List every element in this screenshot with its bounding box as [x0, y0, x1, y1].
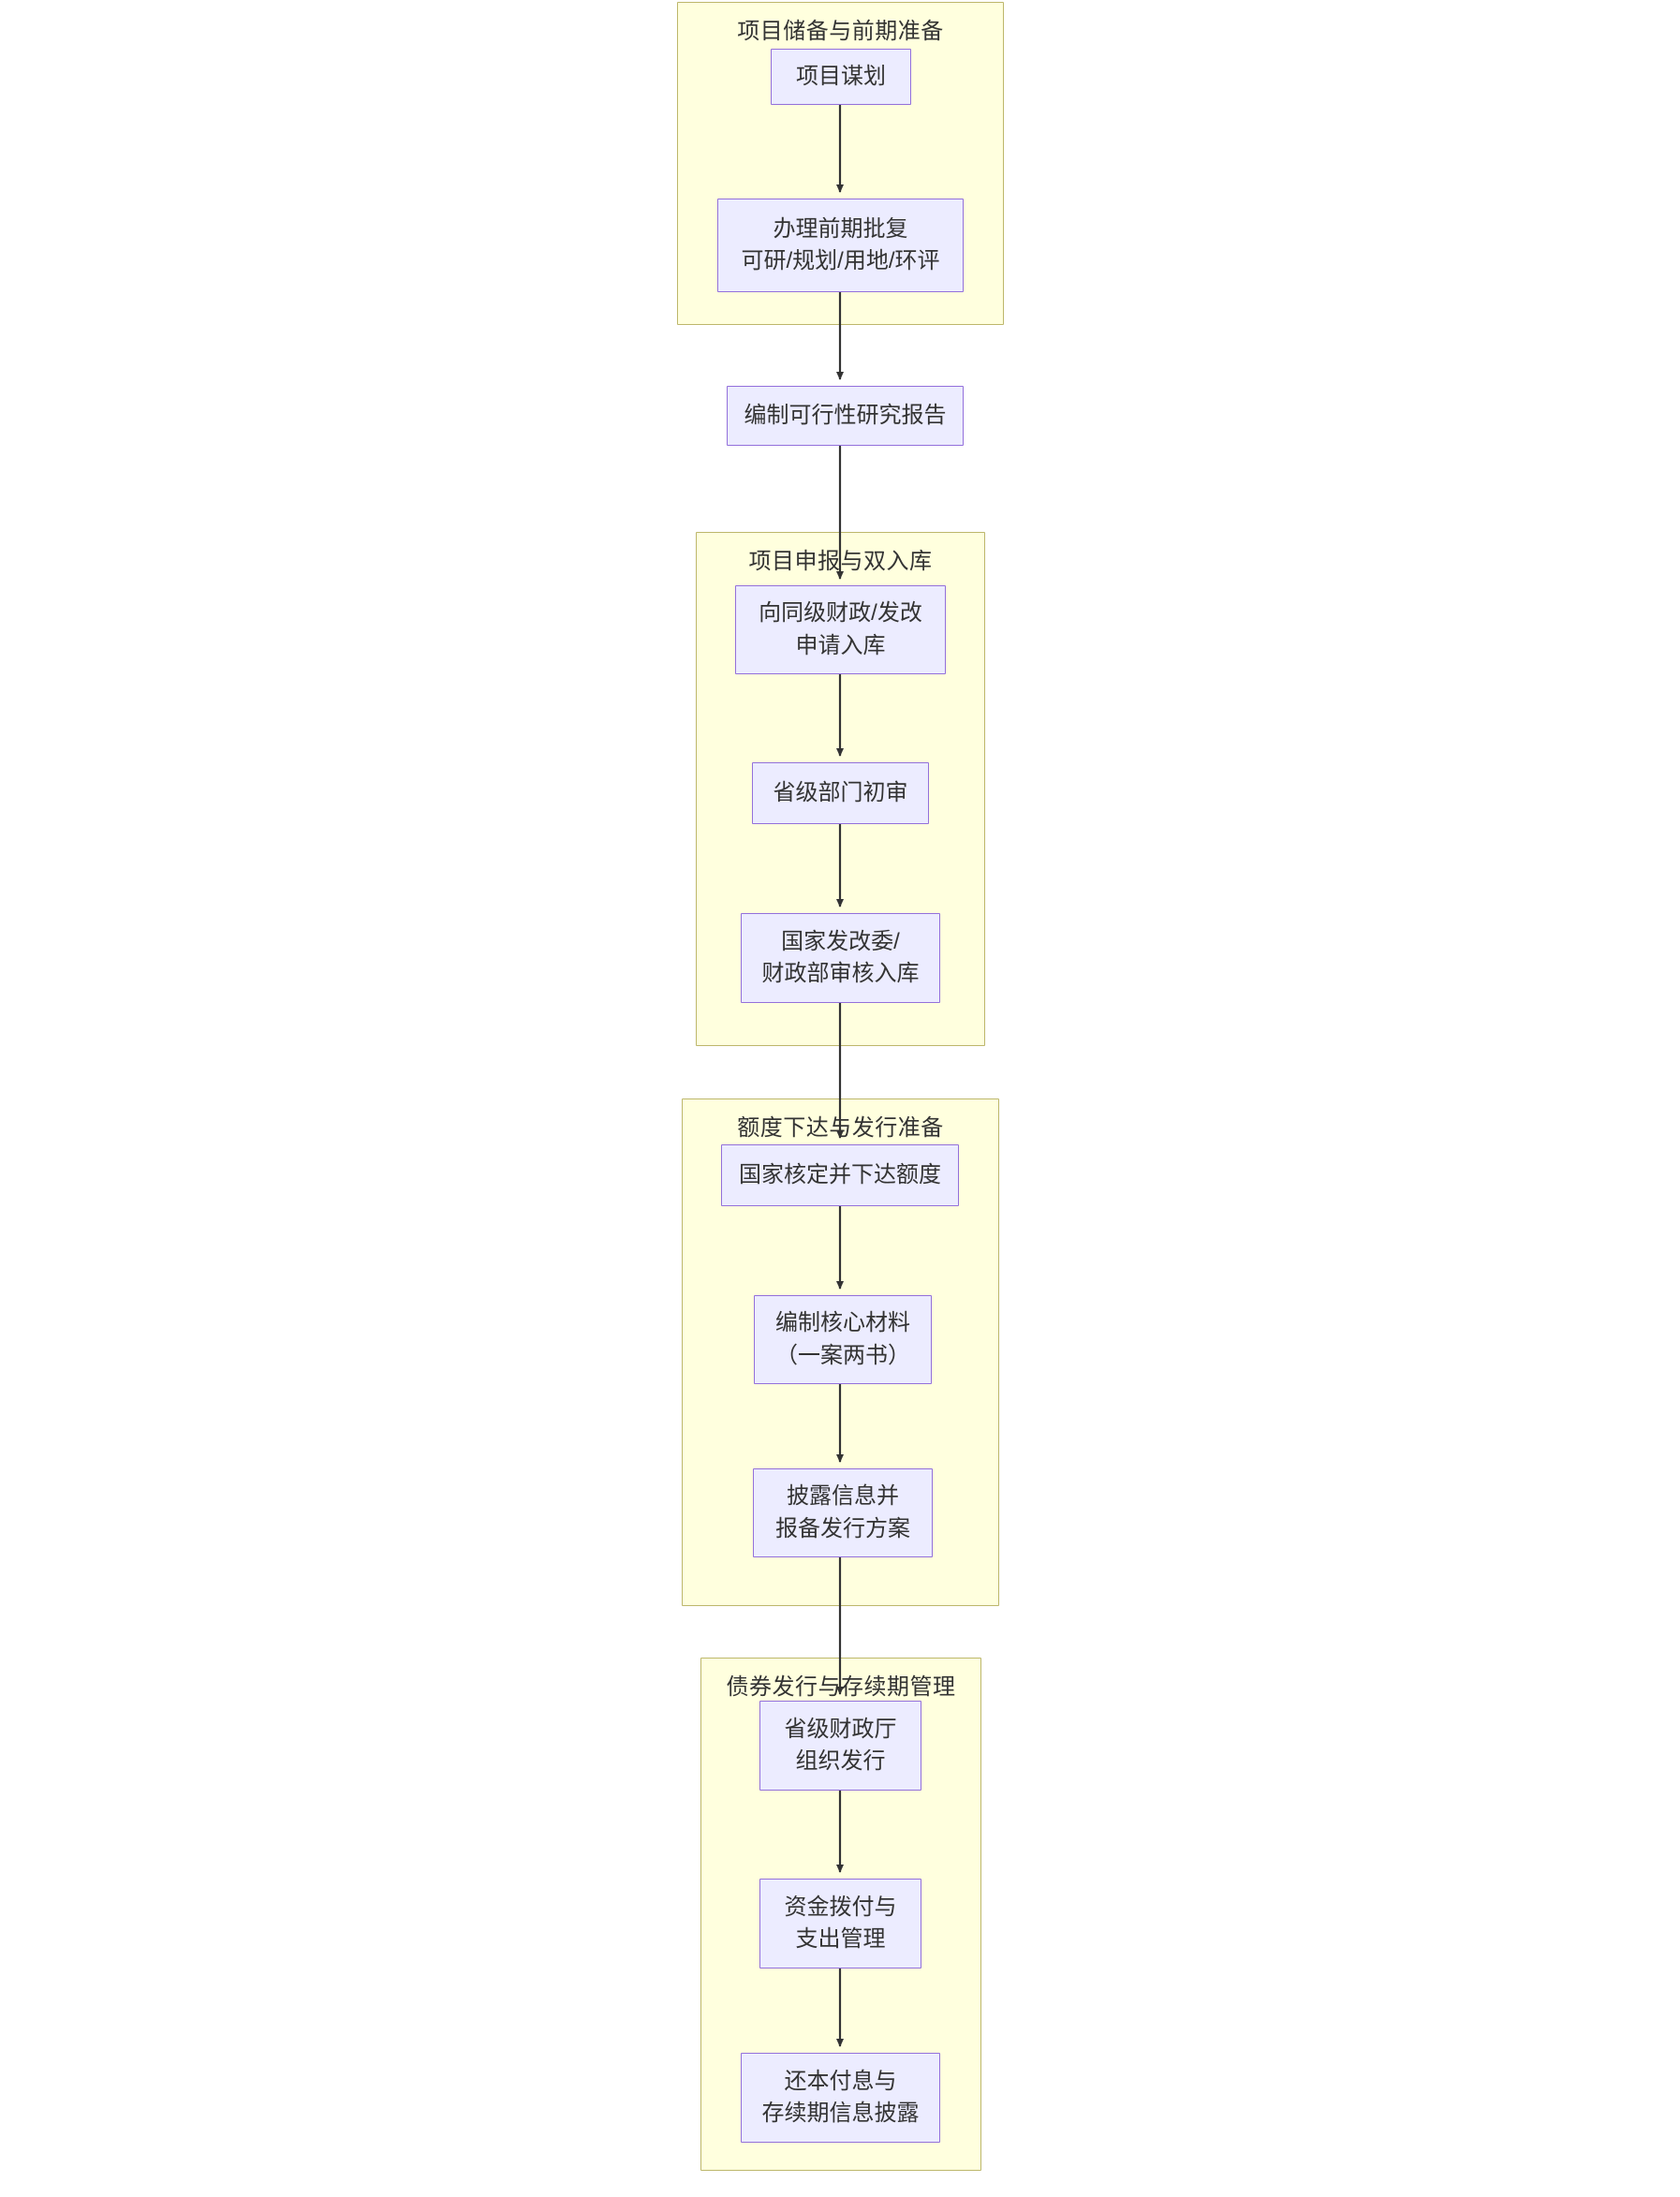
- node-label-9: 披露信息并 报备发行方案: [775, 1483, 910, 1541]
- node-provincial-preliminary-review[interactable]: 省级部门初审: [752, 762, 929, 824]
- node-label-8: 编制核心材料 （一案两书）: [775, 1310, 910, 1368]
- node-label-6: 国家发改委/ 财政部审核入库: [761, 928, 920, 986]
- node-label-3: 编制可行性研究报告: [744, 402, 947, 428]
- node-project-planning[interactable]: 项目谋划: [771, 49, 911, 105]
- node-fund-allocation-expenditure[interactable]: 资金拨付与 支出管理: [759, 1879, 921, 1968]
- node-label-7: 国家核定并下达额度: [739, 1161, 941, 1187]
- node-national-review-registry[interactable]: 国家发改委/ 财政部审核入库: [741, 913, 940, 1003]
- node-label-10: 省级财政厅 组织发行: [784, 1716, 897, 1774]
- node-apply-to-finance-ndrc[interactable]: 向同级财政/发改 申请入库: [735, 585, 946, 674]
- node-national-quota-allocation[interactable]: 国家核定并下达额度: [721, 1144, 959, 1206]
- node-feasibility-report[interactable]: 编制可行性研究报告: [727, 386, 964, 446]
- cluster-title-1: 项目储备与前期准备: [737, 19, 944, 44]
- node-label-11: 资金拨付与 支出管理: [784, 1894, 897, 1952]
- cluster-title-3: 额度下达与发行准备: [737, 1115, 944, 1141]
- node-label-2: 办理前期批复 可研/规划/用地/环评: [741, 215, 940, 273]
- cluster-title-2: 项目申报与双入库: [748, 549, 933, 574]
- node-label-4: 向同级财政/发改 申请入库: [759, 600, 922, 658]
- node-repayment-disclosure[interactable]: 还本付息与 存续期信息披露: [741, 2053, 940, 2143]
- node-label-12: 还本付息与 存续期信息披露: [761, 2068, 920, 2126]
- cluster-title-4: 债券发行与存续期管理: [726, 1674, 956, 1700]
- node-label-1: 项目谋划: [796, 63, 886, 89]
- node-provincial-finance-issuance[interactable]: 省级财政厅 组织发行: [759, 1701, 921, 1791]
- node-preliminary-approval[interactable]: 办理前期批复 可研/规划/用地/环评: [717, 199, 964, 292]
- node-core-materials[interactable]: 编制核心材料 （一案两书）: [754, 1295, 932, 1384]
- node-disclose-and-file-plan[interactable]: 披露信息并 报备发行方案: [753, 1468, 933, 1557]
- node-label-5: 省级部门初审: [773, 779, 908, 805]
